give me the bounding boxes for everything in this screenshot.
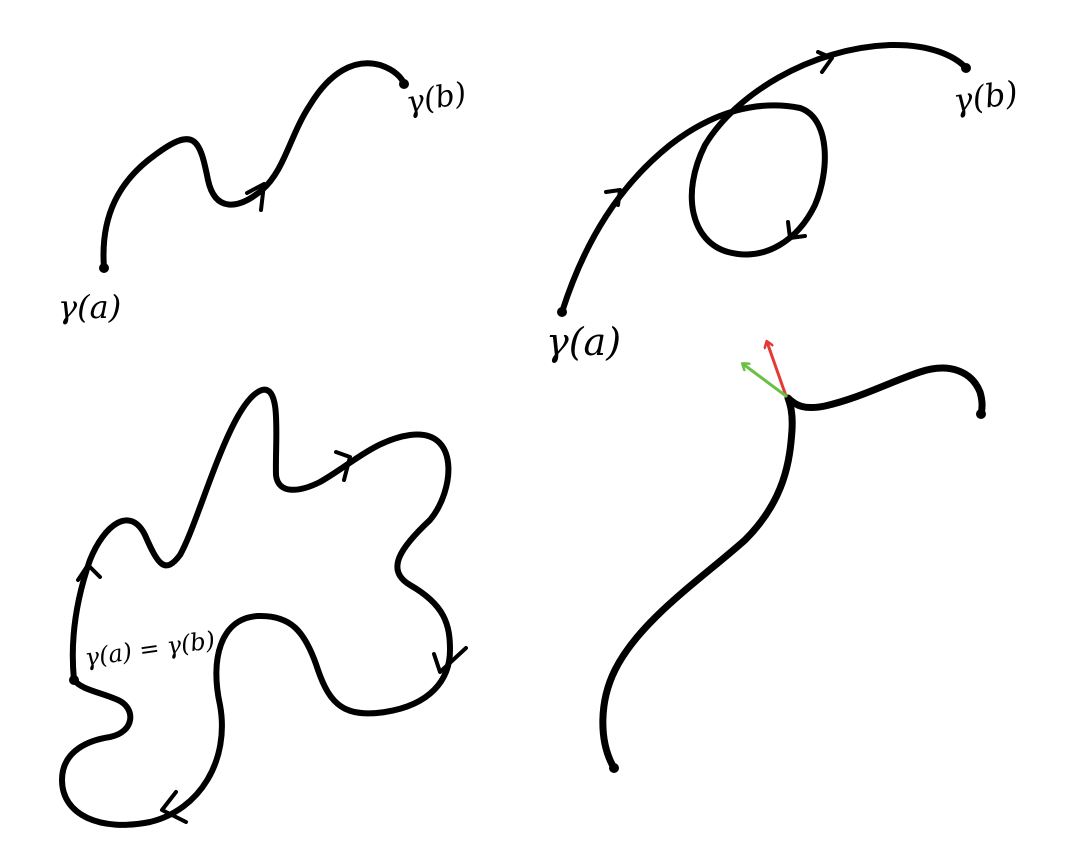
self-intersecting-path-arrow-2 — [786, 220, 807, 240]
simple-path-curve — [100, 60, 407, 271]
closed-path-arrow-1 — [76, 563, 102, 582]
corner-path-end-point — [976, 409, 986, 419]
closed-path-curve — [59, 386, 453, 828]
self-intersecting-path-arrow-1 — [604, 188, 622, 207]
self-intersecting-path-arrow-3 — [816, 50, 834, 74]
self-intersecting-path-curve — [559, 41, 969, 315]
self-intersecting-path-panel: γ(a) γ(b) — [546, 41, 1020, 364]
self-intersecting-path-end-label: γ(b) — [951, 73, 1020, 120]
simple-path-end-point — [399, 79, 409, 89]
simple-path-start-label: γ(a) — [58, 288, 121, 326]
simple-path-start-point — [99, 263, 109, 273]
green-tangent-vector — [743, 364, 788, 398]
self-intersecting-path-start-label: γ(a) — [546, 320, 621, 364]
corner-path-panel — [599, 342, 986, 773]
red-tangent-vector — [767, 342, 788, 398]
self-intersecting-path-start-point — [557, 307, 567, 317]
closed-path-point-label: γ(a) = γ(b) — [83, 626, 217, 672]
simple-path-end-label: γ(b) — [403, 76, 469, 121]
simple-path-panel: γ(a) γ(b) — [58, 60, 469, 326]
closed-path-base-point — [69, 675, 79, 685]
closed-path-arrow-3 — [432, 646, 468, 674]
self-intersecting-path-end-point — [961, 63, 971, 73]
corner-path-start-point — [609, 763, 619, 773]
corner-path-curve — [599, 364, 986, 772]
simple-path-direction-arrow — [245, 182, 266, 212]
closed-path-arrow-2 — [334, 450, 352, 482]
closed-path-panel: γ(a) = γ(b) — [59, 386, 468, 828]
closed-path-arrow-4 — [160, 790, 188, 824]
